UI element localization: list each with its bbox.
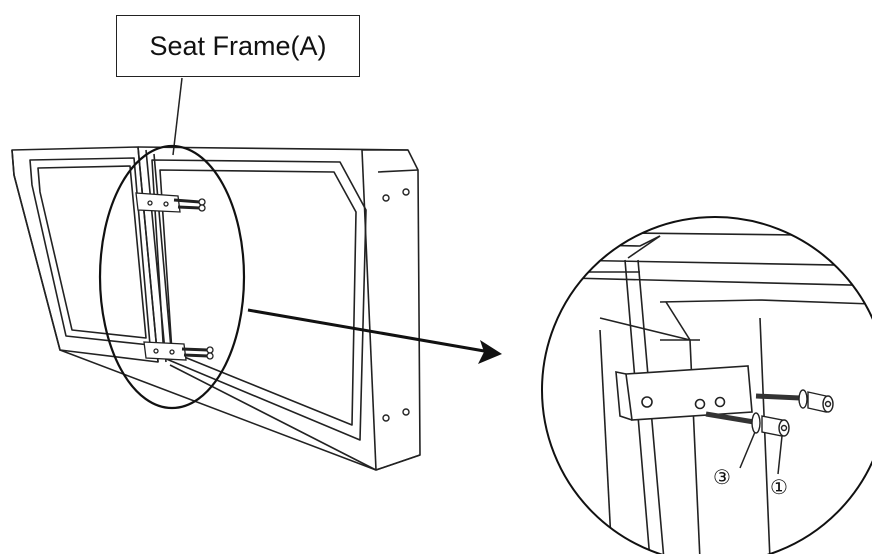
highlight-ellipse [98, 144, 246, 410]
bolt-upper [755, 389, 834, 413]
frame-center-seam [137, 146, 159, 363]
detail-bracket [625, 365, 753, 421]
bracket-bottom [143, 341, 214, 361]
bracket-top [135, 192, 206, 213]
label-leader-line [172, 77, 183, 156]
callout-part-3: ③ [713, 467, 731, 489]
detail-circle [541, 216, 872, 554]
leader-3 [739, 431, 756, 469]
detail-view [541, 216, 872, 554]
frame-right-half-outer [137, 146, 421, 471]
callout-part-1: ① [770, 477, 788, 499]
side-holes [382, 188, 410, 422]
leader-1 [777, 435, 783, 475]
zoom-arrow [247, 308, 502, 364]
seat-frame-label: Seat Frame(A) [116, 15, 360, 77]
bolt-lower [705, 411, 790, 437]
seat-frame [11, 146, 421, 471]
